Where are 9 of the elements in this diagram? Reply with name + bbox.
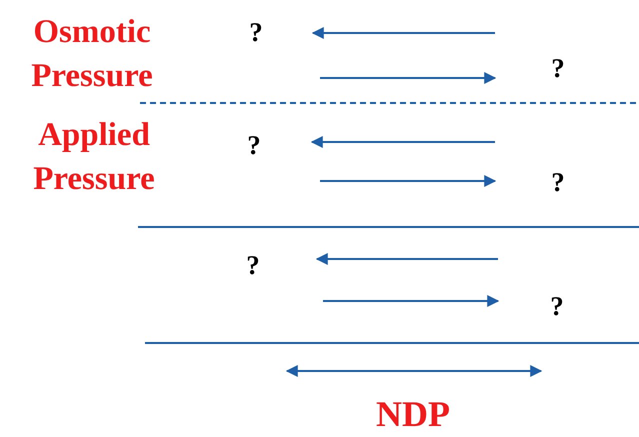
pressure-label: Osmotic Pressure: [30, 13, 154, 96]
unknown-mark: ?: [551, 167, 565, 197]
unknown-mark: ?: [550, 291, 564, 321]
unknown-mark: ?: [247, 130, 261, 160]
unknown-mark: ?: [246, 250, 260, 280]
pressure-label: Applied Pressure: [32, 116, 156, 199]
unknown-mark: ?: [249, 17, 263, 47]
unknown-mark: ?: [551, 53, 565, 83]
ndp-label: NDP: [376, 394, 450, 434]
